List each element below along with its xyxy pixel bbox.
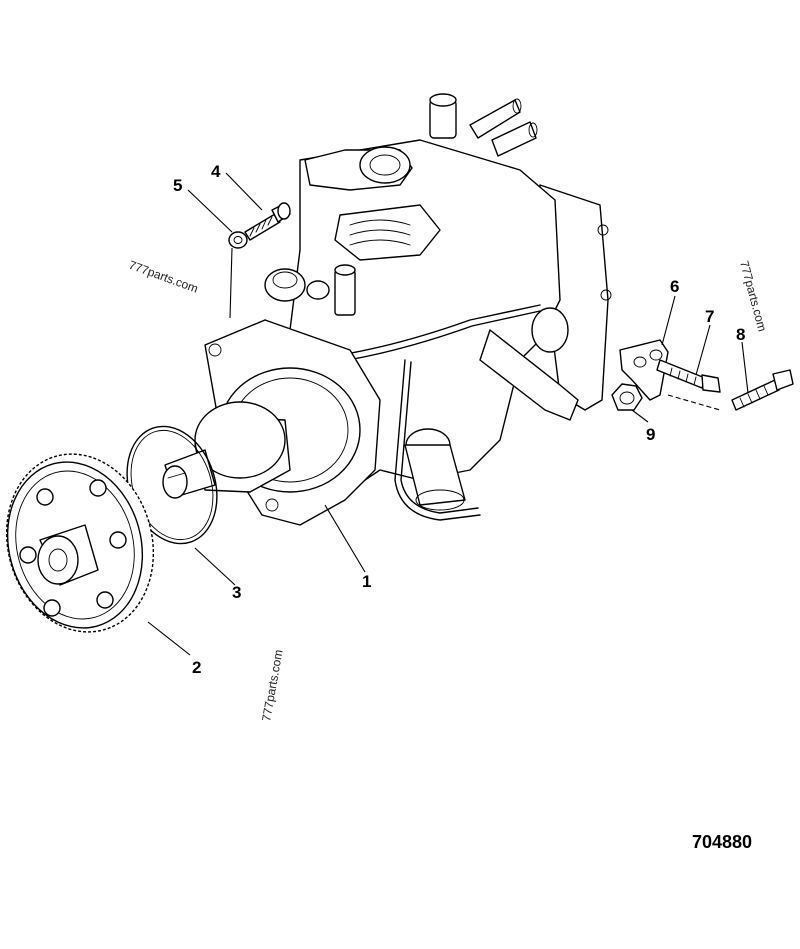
support-bracket (619, 339, 669, 401)
callout-8: 8 (736, 325, 745, 344)
leader-lines (147, 172, 749, 656)
callout-5: 5 (173, 176, 182, 195)
callout-3: 3 (232, 583, 241, 602)
watermark-right: 777parts.com (737, 259, 769, 333)
mounting-bolt (244, 202, 291, 241)
long-bolt (731, 369, 794, 411)
bracket-bolt (656, 359, 721, 393)
callout-9: 9 (646, 425, 655, 444)
watermark-left: 777parts.com (127, 258, 200, 296)
injection-pump-body (162, 93, 612, 526)
callout-labels: 1 2 3 4 5 6 7 8 9 (173, 162, 745, 677)
callout-7: 7 (705, 307, 714, 326)
drive-gear (5, 453, 155, 633)
washer (228, 231, 248, 249)
callout-1: 1 (362, 572, 371, 591)
callout-6: 6 (670, 277, 679, 296)
callout-2: 2 (192, 658, 201, 677)
callout-4: 4 (211, 162, 221, 181)
flange-nut (611, 383, 643, 411)
watermark-bottom: 777parts.com (259, 648, 285, 722)
drawing-number: 704880 (692, 832, 753, 852)
